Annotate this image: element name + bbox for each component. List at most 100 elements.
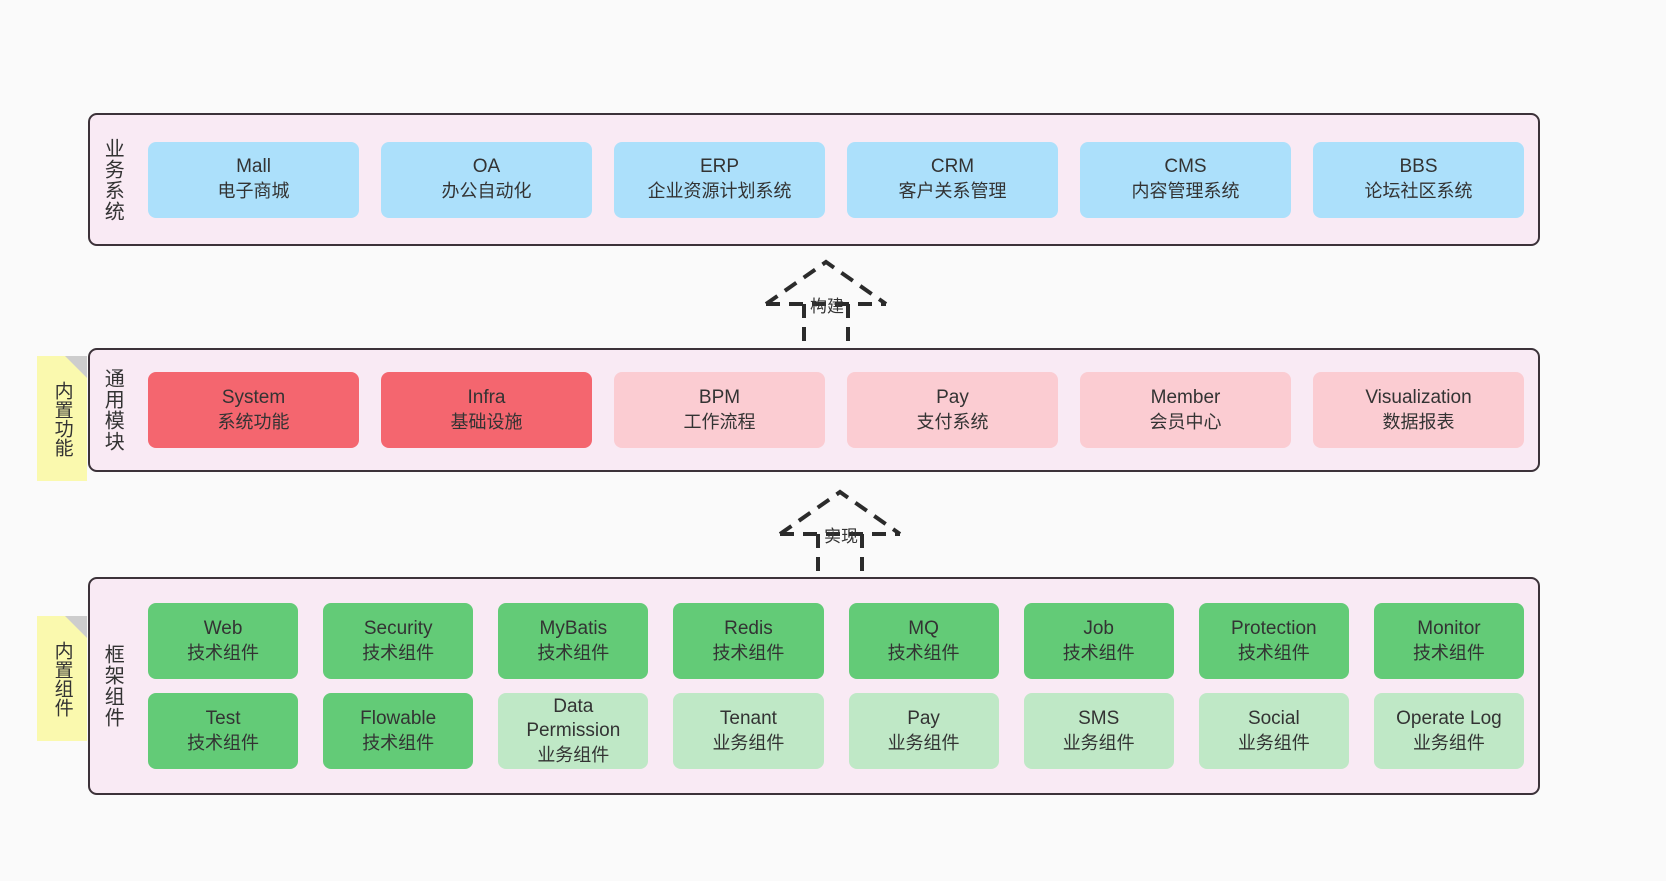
- node-redis-subtitle: 技术组件: [712, 642, 785, 663]
- layer-business-system-row: Mall 电子商城 OA 办公自动化 ERP 企业资源计划系统 CRM 客户关系…: [148, 141, 1524, 218]
- node-operate-log-subtitle: 业务组件: [1412, 732, 1485, 753]
- node-mq-subtitle: 技术组件: [887, 642, 960, 663]
- node-web[interactable]: Web 技术组件: [148, 603, 299, 679]
- node-pay-component-subtitle: 业务组件: [887, 732, 960, 753]
- layer-common-module-body: System 系统功能 Infra 基础设施 BPM 工作流程 Pay 支付系统…: [134, 350, 1538, 470]
- layer-common-module: 通用模块 System 系统功能 Infra 基础设施 BPM 工作流程 Pay…: [88, 348, 1540, 472]
- sticky-note-builtin-function: 内置功能: [37, 356, 87, 481]
- node-flowable-subtitle: 技术组件: [362, 732, 435, 753]
- node-test-title: Test: [205, 707, 241, 729]
- node-visualization-title: Visualization: [1365, 386, 1472, 408]
- node-system-subtitle: 系统功能: [217, 411, 290, 432]
- node-operate-log-title: Operate Log: [1396, 707, 1502, 729]
- node-data-permission-subtitle: 业务组件: [537, 745, 610, 765]
- node-member-subtitle: 会员中心: [1149, 411, 1222, 432]
- node-social-subtitle: 业务组件: [1237, 732, 1310, 753]
- node-erp[interactable]: ERP 企业资源计划系统: [614, 141, 825, 218]
- node-infra-subtitle: 基础设施: [450, 411, 523, 432]
- node-pay-component-title: Pay: [907, 707, 940, 729]
- node-security[interactable]: Security 技术组件: [323, 603, 474, 679]
- node-pay-module-title: Pay: [936, 386, 969, 408]
- layer-common-module-row: System 系统功能 Infra 基础设施 BPM 工作流程 Pay 支付系统…: [148, 372, 1524, 448]
- node-tenant-subtitle: 业务组件: [712, 732, 785, 753]
- node-oa[interactable]: OA 办公自动化: [381, 141, 592, 218]
- node-pay-module[interactable]: Pay 支付系统: [847, 372, 1058, 448]
- node-security-title: Security: [363, 617, 433, 639]
- node-visualization[interactable]: Visualization 数据报表: [1313, 372, 1524, 448]
- node-operate-log[interactable]: Operate Log 业务组件: [1373, 693, 1524, 769]
- node-monitor[interactable]: Monitor 技术组件: [1373, 603, 1524, 679]
- node-bpm[interactable]: BPM 工作流程: [614, 372, 825, 448]
- node-protection-title: Protection: [1231, 617, 1317, 639]
- node-crm-title: CRM: [930, 156, 975, 178]
- node-security-subtitle: 技术组件: [362, 642, 435, 663]
- node-erp-title: ERP: [699, 156, 740, 178]
- node-sms-title: SMS: [1078, 707, 1120, 729]
- node-monitor-title: Monitor: [1417, 617, 1481, 639]
- node-mybatis[interactable]: MyBatis 技术组件: [498, 603, 649, 679]
- node-mq-title: MQ: [908, 617, 939, 639]
- node-data-permission-title: Data Permission: [526, 695, 621, 742]
- layer-business-system-body: Mall 电子商城 OA 办公自动化 ERP 企业资源计划系统 CRM 客户关系…: [134, 115, 1538, 244]
- node-pay-component[interactable]: Pay 业务组件: [848, 693, 999, 769]
- framework-tech-row: Web 技术组件 Security 技术组件 MyBatis 技术组件 Redi…: [148, 603, 1524, 679]
- connector-implement: 实现: [762, 482, 932, 582]
- node-visualization-subtitle: 数据报表: [1382, 411, 1455, 432]
- layer-business-system-label: 业务系统: [101, 137, 124, 222]
- node-redis[interactable]: Redis 技术组件: [673, 603, 824, 679]
- node-job[interactable]: Job 技术组件: [1023, 603, 1174, 679]
- node-social-title: Social: [1247, 707, 1300, 729]
- node-mall[interactable]: Mall 电子商城: [148, 141, 359, 218]
- node-system[interactable]: System 系统功能: [148, 372, 359, 448]
- node-crm[interactable]: CRM 客户关系管理: [847, 141, 1058, 218]
- node-mybatis-subtitle: 技术组件: [537, 642, 610, 663]
- node-job-subtitle: 技术组件: [1062, 642, 1135, 663]
- connector-implement-label: 实现: [824, 527, 858, 546]
- sticky-note-builtin-function-label: 内置功能: [51, 380, 73, 457]
- node-sms[interactable]: SMS 业务组件: [1023, 693, 1174, 769]
- node-protection[interactable]: Protection 技术组件: [1198, 603, 1349, 679]
- node-monitor-subtitle: 技术组件: [1412, 642, 1485, 663]
- node-bbs[interactable]: BBS 论坛社区系统: [1313, 141, 1524, 218]
- node-redis-title: Redis: [724, 617, 773, 639]
- sticky-note-builtin-component-label: 内置组件: [51, 640, 73, 717]
- node-pay-module-subtitle: 支付系统: [916, 411, 989, 432]
- note-fold-corner-icon: [65, 356, 87, 378]
- node-protection-subtitle: 技术组件: [1237, 642, 1310, 663]
- node-mall-title: Mall: [236, 156, 271, 178]
- node-erp-subtitle: 企业资源计划系统: [647, 181, 792, 202]
- node-flowable[interactable]: Flowable 技术组件: [323, 693, 474, 769]
- node-infra[interactable]: Infra 基础设施: [381, 372, 592, 448]
- node-data-permission[interactable]: Data Permission 业务组件: [498, 693, 649, 769]
- node-mq[interactable]: MQ 技术组件: [848, 603, 999, 679]
- node-flowable-title: Flowable: [360, 707, 437, 729]
- node-social[interactable]: Social 业务组件: [1198, 693, 1349, 769]
- node-cms[interactable]: CMS 内容管理系统: [1080, 141, 1291, 218]
- node-web-subtitle: 技术组件: [187, 642, 260, 663]
- node-cms-subtitle: 内容管理系统: [1131, 181, 1240, 202]
- node-infra-title: Infra: [467, 386, 506, 408]
- layer-common-module-label: 通用模块: [101, 368, 124, 452]
- node-oa-subtitle: 办公自动化: [441, 181, 532, 202]
- node-crm-subtitle: 客户关系管理: [898, 181, 1007, 202]
- node-cms-title: CMS: [1164, 156, 1207, 178]
- node-web-title: Web: [203, 617, 243, 639]
- node-mybatis-title: MyBatis: [539, 617, 608, 639]
- connector-implement-arrow-icon: [778, 489, 902, 582]
- connector-build-label: 构建: [810, 297, 844, 316]
- node-job-title: Job: [1083, 617, 1114, 639]
- framework-biz-row: Test 技术组件 Flowable 技术组件 Data Permission …: [148, 693, 1524, 769]
- node-tenant[interactable]: Tenant 业务组件: [673, 693, 824, 769]
- node-bpm-title: BPM: [698, 386, 741, 408]
- node-bpm-subtitle: 工作流程: [683, 411, 756, 432]
- node-test-subtitle: 技术组件: [187, 732, 260, 753]
- node-test[interactable]: Test 技术组件: [148, 693, 299, 769]
- node-mall-subtitle: 电子商城: [217, 181, 290, 202]
- node-member[interactable]: Member 会员中心: [1080, 372, 1291, 448]
- connector-build: 构建: [748, 252, 918, 352]
- node-sms-subtitle: 业务组件: [1062, 732, 1135, 753]
- layer-business-system: 业务系统 Mall 电子商城 OA 办公自动化 ERP 企业资源计划系统 CRM…: [88, 113, 1540, 246]
- node-system-title: System: [221, 386, 286, 408]
- node-bbs-subtitle: 论坛社区系统: [1364, 181, 1473, 202]
